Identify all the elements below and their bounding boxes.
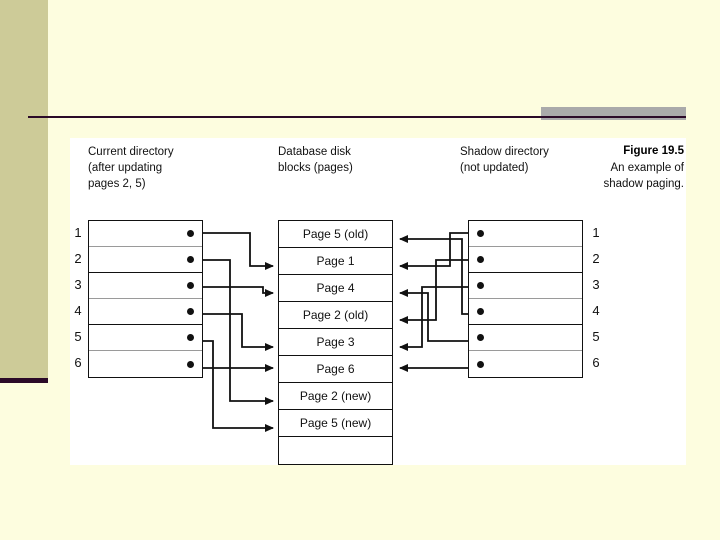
directory-entry-index: 4 — [592, 303, 600, 318]
pointer-dot-icon — [477, 360, 484, 368]
directory-entry-row[interactable] — [89, 299, 202, 325]
directory-entry-index: 3 — [74, 277, 82, 292]
sidebar-decoration-underline — [0, 378, 48, 383]
pointer-dot-icon — [477, 308, 484, 315]
disk-block-row[interactable]: Page 3 — [279, 329, 392, 356]
directory-entry-index: 6 — [592, 355, 600, 370]
current-directory-table — [88, 220, 203, 378]
figure-caption-body: An example of shadow paging. — [603, 162, 684, 190]
directory-entry-row[interactable] — [89, 273, 202, 299]
figure-caption-title: Figure 19.5 — [623, 145, 684, 157]
disk-block-row[interactable]: Page 4 — [279, 275, 392, 302]
directory-entry-index: 1 — [74, 225, 82, 240]
label-database-disk-blocks: Database disk blocks (pages) — [278, 146, 353, 174]
directory-entry-index: 5 — [592, 329, 600, 344]
disk-block-row[interactable]: Page 1 — [279, 248, 392, 275]
pointer-dot-icon — [187, 256, 194, 263]
directory-entry-row[interactable] — [89, 247, 202, 273]
directory-entry-index: 5 — [74, 329, 82, 344]
label-shadow-directory: Shadow directory (not updated) — [460, 146, 549, 174]
label-current-directory: Current directory (after updating pages … — [88, 146, 174, 190]
disk-block-row[interactable]: Page 6 — [279, 356, 392, 383]
directory-entry-row[interactable] — [469, 325, 582, 351]
header-divider-rule — [28, 116, 686, 118]
disk-block-row[interactable]: Page 5 (new) — [279, 410, 392, 437]
directory-entry-row[interactable] — [89, 221, 202, 247]
disk-block-row[interactable]: Page 2 (old) — [279, 302, 392, 329]
header-gray-accent — [541, 107, 686, 120]
pointer-dot-icon — [477, 334, 484, 341]
pointer-dot-icon — [187, 230, 194, 237]
directory-entry-row[interactable] — [469, 351, 582, 377]
directory-entry-row[interactable] — [469, 273, 582, 299]
directory-entry-index: 1 — [592, 225, 600, 240]
figure-panel: Current directory (after updating pages … — [70, 138, 686, 465]
pointer-dot-icon — [477, 282, 484, 289]
pointer-dot-icon — [187, 282, 194, 289]
pointer-dot-icon — [187, 334, 194, 341]
pointer-dot-icon — [477, 230, 484, 237]
directory-entry-index: 2 — [74, 251, 82, 266]
directory-entry-row[interactable] — [89, 325, 202, 351]
disk-block-row[interactable]: Page 5 (old) — [279, 221, 392, 248]
directory-entry-row[interactable] — [469, 299, 582, 325]
shadow-directory-table — [468, 220, 583, 378]
directory-entry-row[interactable] — [89, 351, 202, 377]
directory-entry-index: 6 — [74, 355, 82, 370]
directory-entry-row[interactable] — [469, 221, 582, 247]
pointer-dot-icon — [187, 360, 194, 368]
sidebar-decoration-bar — [0, 0, 48, 378]
directory-entry-index: 2 — [592, 251, 600, 266]
disk-block-row[interactable] — [279, 437, 392, 464]
directory-entry-index: 4 — [74, 303, 82, 318]
directory-entry-index: 3 — [592, 277, 600, 292]
disk-block-row[interactable]: Page 2 (new) — [279, 383, 392, 410]
pointer-dot-icon — [187, 308, 194, 315]
directory-entry-row[interactable] — [469, 247, 582, 273]
pointer-dot-icon — [477, 256, 484, 263]
